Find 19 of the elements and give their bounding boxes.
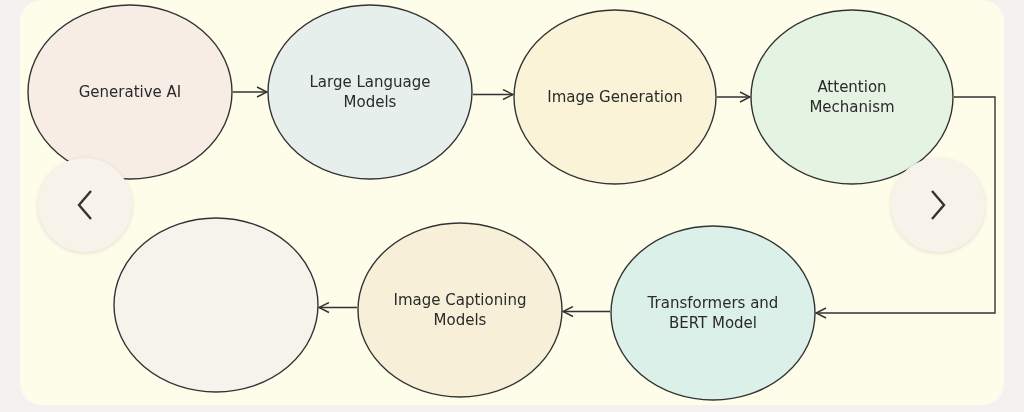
arrow [232,86,268,98]
arrow [562,305,611,318]
process-circle [513,9,717,185]
node-text: Generative AI [77,81,183,103]
node-text: Large Language Models [308,71,432,113]
process-circle [267,4,473,180]
arrow [318,301,358,314]
node-text: Image Captioning Models [392,289,528,331]
arrow [472,88,514,101]
process-circle [113,217,319,393]
process-circle [750,9,954,185]
arrow [716,91,751,103]
node-text: Transformers and BERT Model [646,292,780,334]
process-circle [610,225,816,401]
node-text: Image Generation [546,86,684,108]
node-text: Attention Mechanism [808,76,896,118]
process-circle [27,4,233,180]
arrow [815,96,996,319]
process-circle [357,222,563,398]
